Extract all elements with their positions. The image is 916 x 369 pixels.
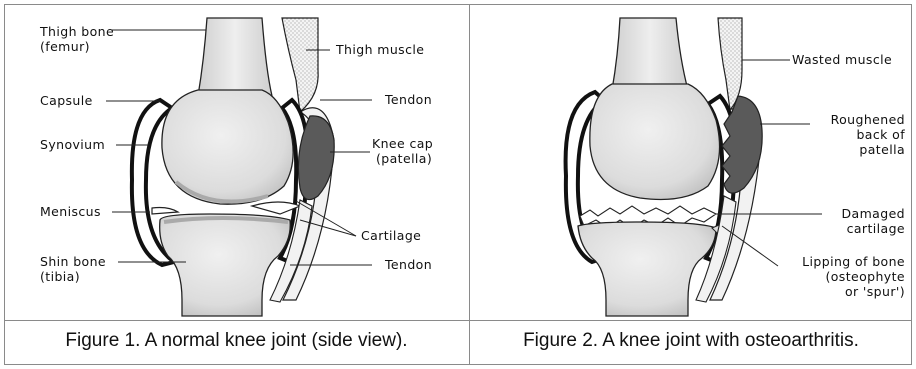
label-synovium: Synovium	[40, 137, 105, 152]
label-meniscus: Meniscus	[40, 204, 101, 219]
tibia	[160, 214, 291, 316]
label-back-of: back of	[856, 127, 905, 142]
label-tibia: (tibia)	[40, 269, 80, 284]
label-capsule: Capsule	[40, 93, 93, 108]
femur-shaft	[198, 18, 272, 96]
femur-condyle-2	[590, 84, 720, 200]
figure2-knee-osteoarthritis: Wasted muscle Roughened back of patella …	[566, 18, 906, 316]
label-lipping: Lipping of bone	[802, 254, 905, 269]
tibia-2	[578, 222, 716, 316]
meniscus-left	[152, 208, 178, 215]
label-roughened: Roughened	[831, 112, 905, 127]
label-patella-2: patella	[859, 142, 905, 157]
label-wasted-muscle: Wasted muscle	[792, 52, 892, 67]
label-patella: (patella)	[376, 151, 432, 166]
label-thigh-bone: Thigh bone	[39, 24, 114, 39]
label-shin-bone: Shin bone	[40, 254, 106, 269]
label-osteophyte: (osteophyte	[825, 269, 905, 284]
femur-shaft-2	[612, 18, 688, 90]
label-spur: or 'spur')	[845, 284, 905, 299]
label-tendon-top: Tendon	[384, 92, 432, 107]
label-thigh-muscle: Thigh muscle	[335, 42, 424, 57]
label-cartilage: Cartilage	[361, 228, 421, 243]
label-femur: (femur)	[40, 39, 90, 54]
thigh-muscle-shape	[282, 18, 318, 112]
label-knee-cap: Knee cap	[372, 136, 433, 151]
label-damaged: Damaged	[842, 206, 905, 221]
label-cartilage-2: cartilage	[847, 221, 905, 236]
label-tendon-bottom: Tendon	[384, 257, 432, 272]
figure1-knee-normal: Thigh bone (femur) Capsule Synovium Meni…	[39, 18, 433, 316]
